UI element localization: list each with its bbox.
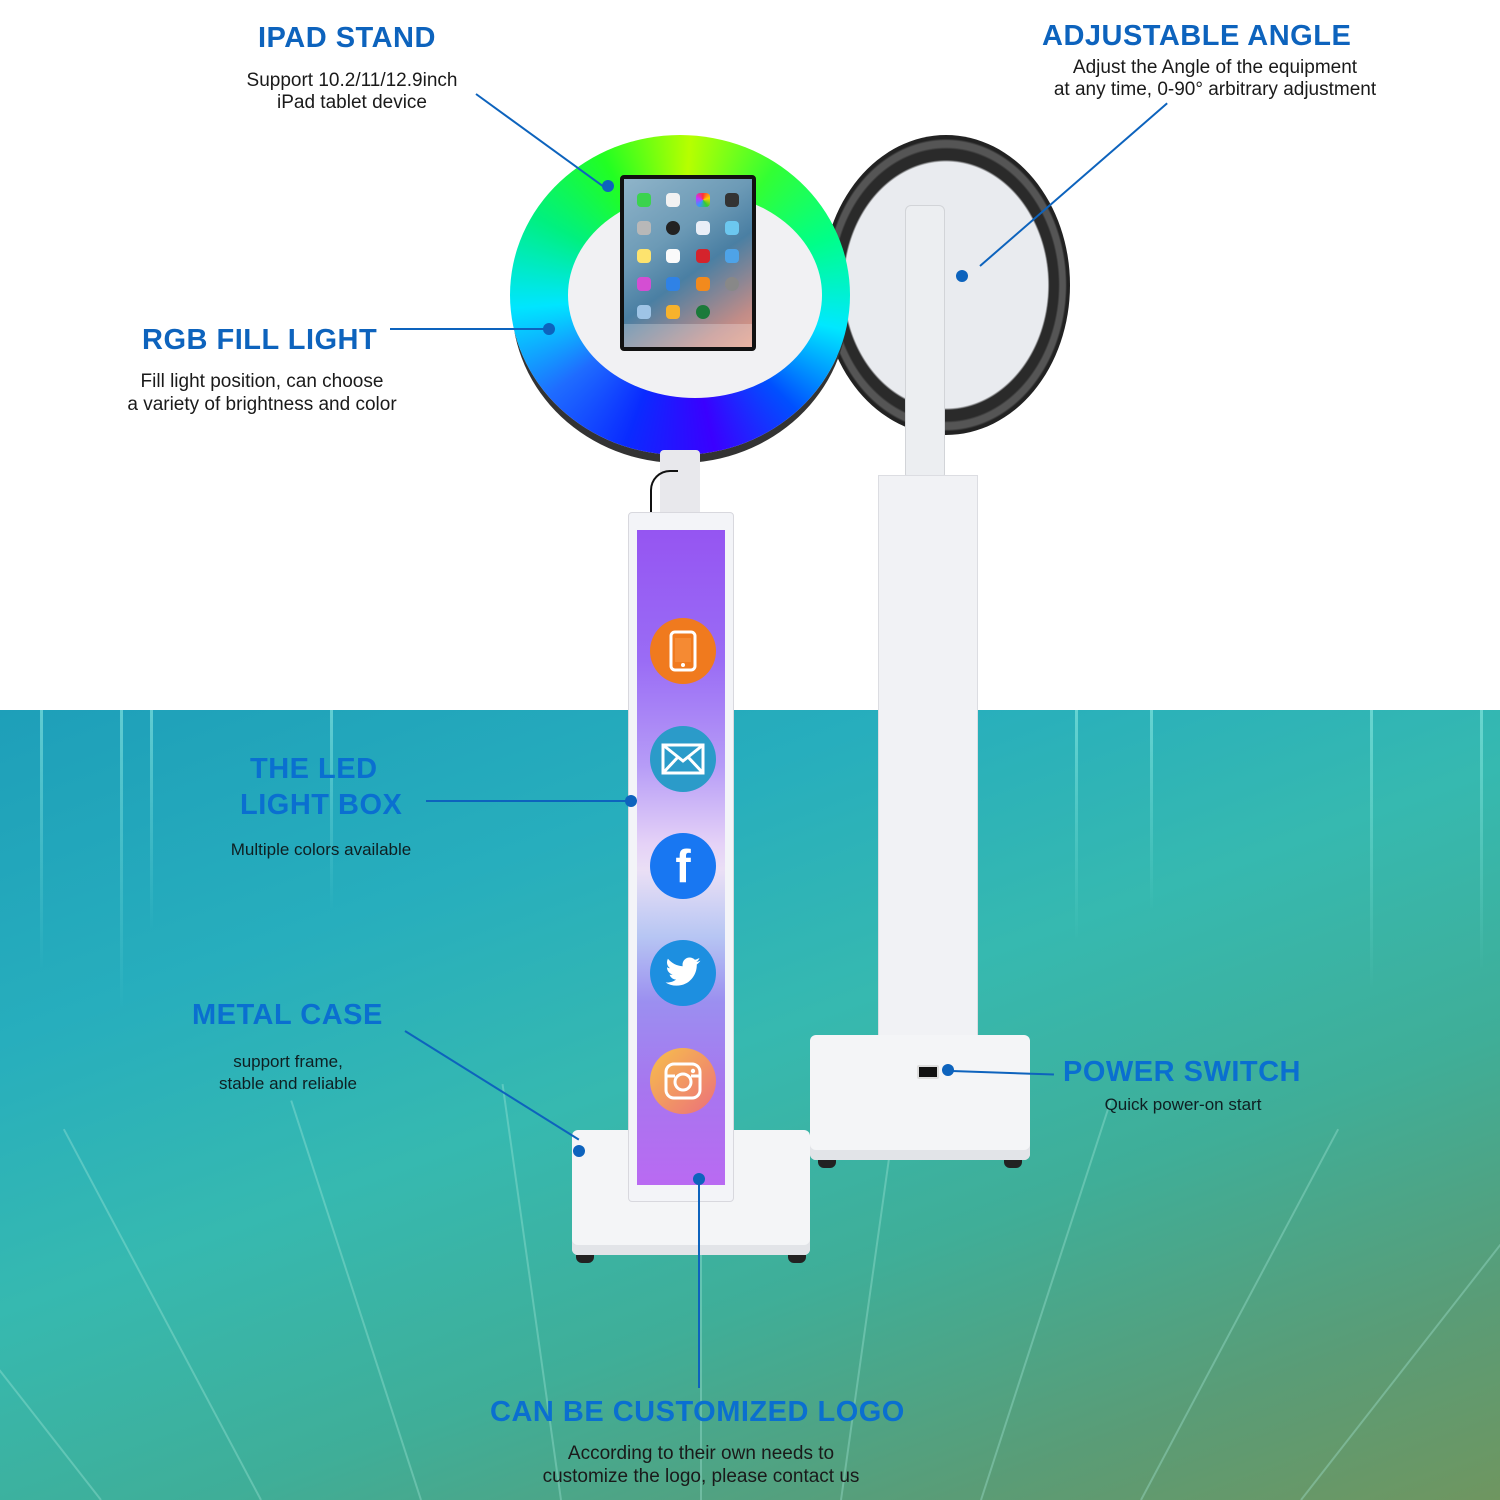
floor-line: [700, 1080, 702, 1500]
rgb-fill-light-dot: [543, 323, 555, 335]
app-slot-empty: [725, 305, 739, 319]
light-streak: [1370, 710, 1373, 990]
led-light-box-title-2: LIGHT BOX: [240, 789, 403, 821]
metal-case-dot: [573, 1145, 585, 1157]
back-column: [878, 475, 978, 1075]
app-icon: [636, 193, 651, 207]
ipad-device: [620, 175, 756, 351]
app-icon: [666, 305, 681, 319]
power-switch-dot: [942, 1064, 954, 1076]
power-switch: [917, 1065, 939, 1079]
light-streak: [1075, 710, 1078, 940]
adjustable-angle-dot: [956, 270, 968, 282]
metal-case-title: METAL CASE: [192, 999, 383, 1031]
back-tilt-arm: [905, 205, 945, 480]
led-light-box-dot: [625, 795, 637, 807]
custom-logo-leader: [698, 1180, 700, 1388]
ipad-stand-title: IPAD STAND: [258, 22, 436, 54]
back-base: [810, 1035, 1030, 1168]
floor-line: [0, 1168, 102, 1500]
rgb-fill-light-leader: [390, 328, 545, 330]
custom-logo-desc-2: customize the logo, please contact us: [542, 1466, 860, 1487]
app-icon: [636, 221, 651, 235]
light-streak: [40, 710, 43, 970]
light-streak: [330, 710, 333, 910]
app-icon: [666, 193, 681, 207]
app-icon: [636, 277, 651, 291]
floor-line: [1140, 1128, 1340, 1500]
app-icon: [725, 221, 740, 235]
led-light-box-title-1: THE LED: [250, 753, 378, 785]
led-light-box-leader: [426, 800, 626, 802]
twitter-icon: [650, 940, 716, 1006]
light-streak: [120, 710, 123, 1010]
floor-line: [980, 1100, 1112, 1500]
power-cable: [650, 470, 678, 520]
mail-icon: [650, 726, 716, 792]
phone-icon: [650, 618, 716, 684]
facebook-glyph: f: [675, 840, 691, 892]
app-icon: [695, 249, 710, 263]
instagram-icon: [650, 1048, 716, 1114]
ipad-dock: [624, 324, 752, 347]
ipad-stand-desc-2: iPad tablet device: [277, 92, 427, 113]
app-icon: [695, 305, 710, 319]
app-icon: [725, 193, 740, 207]
metal-case-desc-1: support frame,: [233, 1052, 343, 1071]
ipad-stand-dot: [602, 180, 614, 192]
app-icon: [636, 249, 651, 263]
adjustable-angle-title: ADJUSTABLE ANGLE: [1042, 20, 1352, 52]
foot: [1004, 1160, 1022, 1168]
back-ring-light: [822, 135, 1070, 435]
app-icon: [636, 305, 651, 319]
floor-line: [1300, 1168, 1500, 1500]
app-icon: [666, 221, 681, 235]
floor-line: [290, 1100, 422, 1500]
rgb-fill-light-desc-2: a variety of brightness and color: [127, 394, 397, 415]
rgb-fill-light-title: RGB FILL LIGHT: [142, 324, 378, 356]
foot: [818, 1160, 836, 1168]
power-switch-title: POWER SWITCH: [1063, 1056, 1301, 1088]
custom-logo-title: CAN BE CUSTOMIZED LOGO: [490, 1396, 905, 1428]
app-icon: [666, 277, 681, 291]
rgb-fill-light-desc-1: Fill light position, can choose: [140, 371, 384, 392]
power-switch-desc: Quick power-on start: [1104, 1095, 1262, 1114]
light-streak: [150, 710, 153, 930]
ipad-stand-desc-1: Support 10.2/11/12.9inch: [246, 70, 458, 91]
foot: [788, 1255, 806, 1263]
facebook-icon: f: [650, 833, 716, 899]
app-icon: [666, 249, 681, 263]
foot: [576, 1255, 594, 1263]
light-streak: [1480, 710, 1483, 970]
light-streak: [1150, 710, 1153, 910]
app-icon: [695, 221, 710, 235]
app-icon: [695, 193, 710, 207]
custom-logo-dot: [693, 1173, 705, 1185]
adjustable-angle-desc-2: at any time, 0-90° arbitrary adjustment: [1053, 79, 1377, 100]
adjustable-angle-desc-1: Adjust the Angle of the equipment: [1072, 57, 1358, 78]
led-light-box-desc: Multiple colors available: [230, 840, 412, 859]
app-icon: [725, 249, 740, 263]
app-icon: [695, 277, 710, 291]
teal-background: [0, 710, 1500, 1500]
app-icon: [725, 277, 740, 291]
metal-case-desc-2: stable and reliable: [219, 1074, 357, 1093]
floor-line: [501, 1083, 562, 1500]
floor-line: [62, 1128, 262, 1500]
custom-logo-desc-1: According to their own needs to: [567, 1443, 835, 1464]
